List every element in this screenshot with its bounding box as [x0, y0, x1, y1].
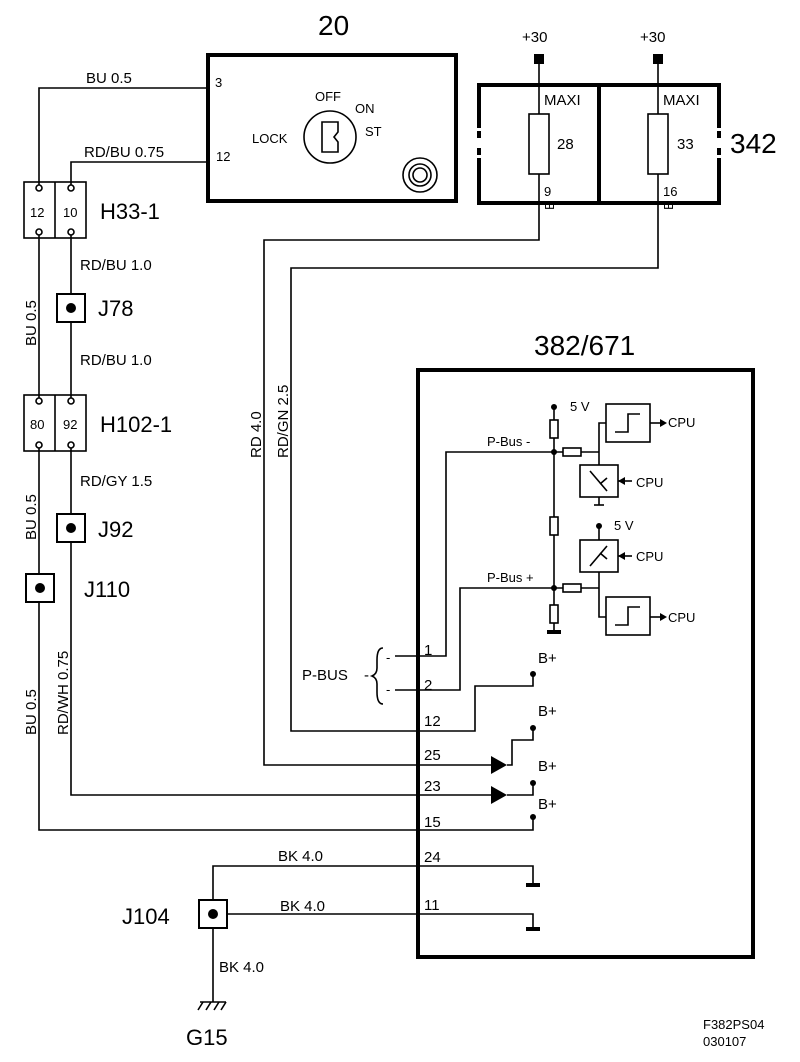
module-pin-1: 1	[424, 642, 432, 659]
fuse-left-type: MAXI	[544, 92, 581, 109]
v5-label-a: 5 V	[570, 399, 590, 414]
ignition-switch-ref: 20	[318, 10, 349, 41]
h102-label: H102-1	[100, 412, 172, 437]
footer-code: F382PS04	[703, 1017, 764, 1032]
ground-g15: G15	[186, 1001, 228, 1050]
wire-rdwh-075: RD/WH 0.75	[55, 651, 72, 735]
splice-j104: J104	[122, 899, 228, 929]
connector-h102-1: 80 92 H102-1	[23, 394, 172, 452]
pbus-label: P-BUS	[302, 667, 348, 684]
fuse-right-cell	[597, 83, 721, 205]
module-pin-25: 25	[424, 747, 441, 764]
ignition-pin-3: 3	[215, 75, 222, 90]
fuse-left-wire-color: B	[542, 201, 557, 210]
h33-pin-12: 12	[30, 205, 44, 220]
h102-pin-92: 92	[63, 417, 77, 432]
fuse-box: +30 +30 MAXI MAXI 28 33 9 16 342 B B	[476, 29, 777, 210]
pbus-dash: -	[364, 667, 369, 684]
footer-date: 030107	[703, 1034, 746, 1049]
j110-label: J110	[84, 577, 130, 602]
fuse-left-num: 28	[557, 136, 574, 153]
buffer-icon-pin23	[491, 786, 507, 804]
fuse-right-supply: +30	[640, 29, 665, 46]
j92-label: J92	[98, 517, 133, 542]
h33-label: H33-1	[100, 199, 160, 224]
h33-pin-10: 10	[63, 205, 77, 220]
wire-labels: BU 0.5 RD/BU 0.75 RD/BU 1.0 RD/BU 1.0 BU…	[23, 70, 325, 976]
fuse-right-type: MAXI	[663, 92, 700, 109]
ground-label: G15	[186, 1025, 228, 1050]
wire-rdgy-15: RD/GY 1.5	[80, 473, 152, 490]
key-icon	[303, 110, 357, 164]
wire-bu-05-v2: BU 0.5	[23, 494, 40, 540]
splice-j110: J110	[25, 573, 130, 603]
ignition-switch-box	[206, 53, 458, 203]
wire-rdbu-075: RD/BU 0.75	[84, 144, 164, 161]
fuse-left-supply: +30	[522, 29, 547, 46]
lamp-icon	[402, 157, 438, 193]
cpu-label-1: CPU	[668, 415, 695, 430]
j104-label: J104	[122, 904, 170, 929]
ignition-pos-off: OFF	[315, 89, 341, 104]
h102-pin-80: 80	[30, 417, 44, 432]
module-ref: 382/671	[534, 330, 635, 361]
module-pin-24: 24	[424, 849, 441, 866]
left-wiring	[38, 87, 659, 1002]
fuse-right-wire-color: B	[661, 201, 676, 210]
pbus-plus-sign: -	[386, 682, 390, 697]
bplus-label-1: B+	[538, 650, 557, 667]
wire-bk-40-c: BK 4.0	[219, 959, 264, 976]
footer: F382PS04 030107	[703, 1017, 764, 1049]
receiver-block-lower	[605, 596, 651, 636]
wire-rdbu-10-b: RD/BU 1.0	[80, 352, 152, 369]
module-382-671: 382/671 1 2 12 25 23 15 24 11 P-BUS - - …	[302, 330, 755, 959]
connector-h33-1: 12 10 H33-1	[23, 181, 160, 239]
wire-rdbu-10-a: RD/BU 1.0	[80, 257, 152, 274]
cpu-label-4: CPU	[668, 610, 695, 625]
wire-bu-05-v3: BU 0.5	[23, 689, 40, 735]
wire-bu-05-top: BU 0.5	[86, 70, 132, 87]
module-pin-2: 2	[424, 677, 432, 694]
wire-rdgn-25: RD/GN 2.5	[275, 385, 292, 458]
module-pin-12: 12	[424, 713, 441, 730]
module-pin-11: 11	[424, 897, 440, 914]
module-box	[416, 368, 755, 959]
ignition-pos-st: ST	[365, 124, 382, 139]
module-pin-23: 23	[424, 778, 441, 795]
j78-label: J78	[98, 296, 133, 321]
splice-j92: J92	[56, 513, 133, 543]
wire-bk-40-a: BK 4.0	[278, 848, 323, 865]
fuse-box-ref: 342	[730, 128, 777, 159]
pbus-brace	[369, 647, 384, 705]
fuse-28-symbol	[528, 113, 550, 175]
supply-terminal-left	[534, 54, 544, 64]
bplus-label-2: B+	[538, 703, 557, 720]
fuse-right-num: 33	[677, 136, 694, 153]
fuse-left-pin: 9	[544, 184, 551, 199]
wire-bu-05-v1: BU 0.5	[23, 300, 40, 346]
bplus-label-4: B+	[538, 796, 557, 813]
pbus-minus-label: P-Bus -	[487, 434, 530, 449]
v5-label-b: 5 V	[614, 518, 634, 533]
pbus-minus-sign: -	[386, 650, 390, 665]
module-pin-15: 15	[424, 814, 441, 831]
wire-bk-40-b: BK 4.0	[280, 898, 325, 915]
fuse-right-pin: 16	[663, 184, 677, 199]
supply-terminal-right	[653, 54, 663, 64]
fuse-33-symbol	[647, 113, 669, 175]
wire-rd-40: RD 4.0	[248, 411, 265, 458]
ignition-pin-12: 12	[216, 149, 230, 164]
cpu-label-3: CPU	[636, 549, 663, 564]
ignition-switch: 20 3 12 OFF ON LOCK ST	[206, 10, 458, 203]
splice-j78: J78	[56, 293, 133, 323]
ignition-pos-lock: LOCK	[252, 131, 288, 146]
cpu-label-2: CPU	[636, 475, 663, 490]
ignition-pos-on: ON	[355, 101, 375, 116]
pbus-plus-label: P-Bus +	[487, 570, 534, 585]
bplus-label-3: B+	[538, 758, 557, 775]
buffer-icon-pin25	[491, 756, 507, 774]
